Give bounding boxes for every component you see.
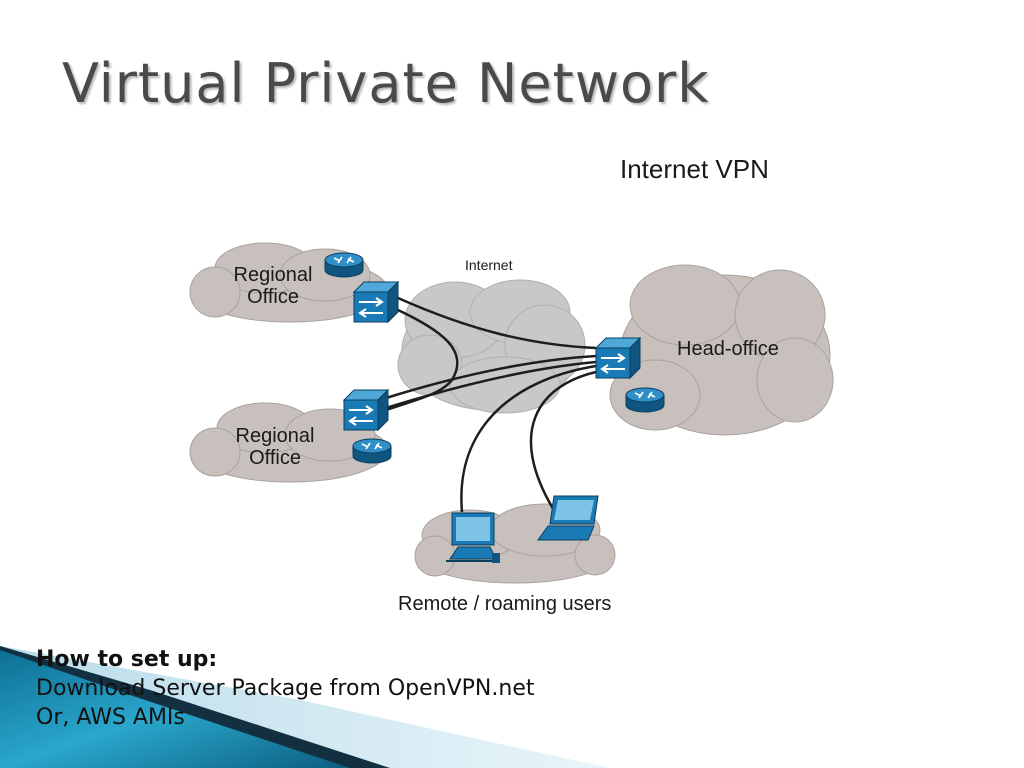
slide-title: Virtual Private Network (62, 52, 710, 115)
regional-office-bottom-label-line1: Regional (236, 425, 315, 447)
laptop-icon (537, 495, 599, 541)
router-icon (625, 387, 665, 413)
setup-heading: How to set up: (36, 647, 218, 672)
firewall-icon (342, 388, 390, 432)
regional-office-bottom-label-line2: Office (249, 447, 301, 469)
vpn-connections (385, 296, 597, 513)
head-office-label: Head-office (677, 338, 779, 360)
router-icon (352, 438, 392, 464)
internet-cloud (397, 279, 586, 414)
remote-users-label: Remote / roaming users (398, 593, 611, 615)
desktop-computer-icon (446, 512, 500, 563)
setup-line-aws: Or, AWS AMIs (36, 705, 185, 730)
firewall-icon (352, 280, 400, 324)
diagram-title: Internet VPN (620, 154, 769, 184)
router-icon (324, 252, 364, 278)
regional-office-top-label-line2: Office (247, 286, 299, 308)
setup-line-openvpn: Download Server Package from OpenVPN.net (36, 676, 535, 701)
firewall-icon (594, 336, 642, 380)
internet-label: Internet (465, 257, 513, 273)
setup-notes: How to set up: Download Server Package f… (36, 645, 535, 732)
regional-office-bottom-cloud (189, 402, 389, 483)
regional-office-top-label-line1: Regional (234, 264, 313, 286)
